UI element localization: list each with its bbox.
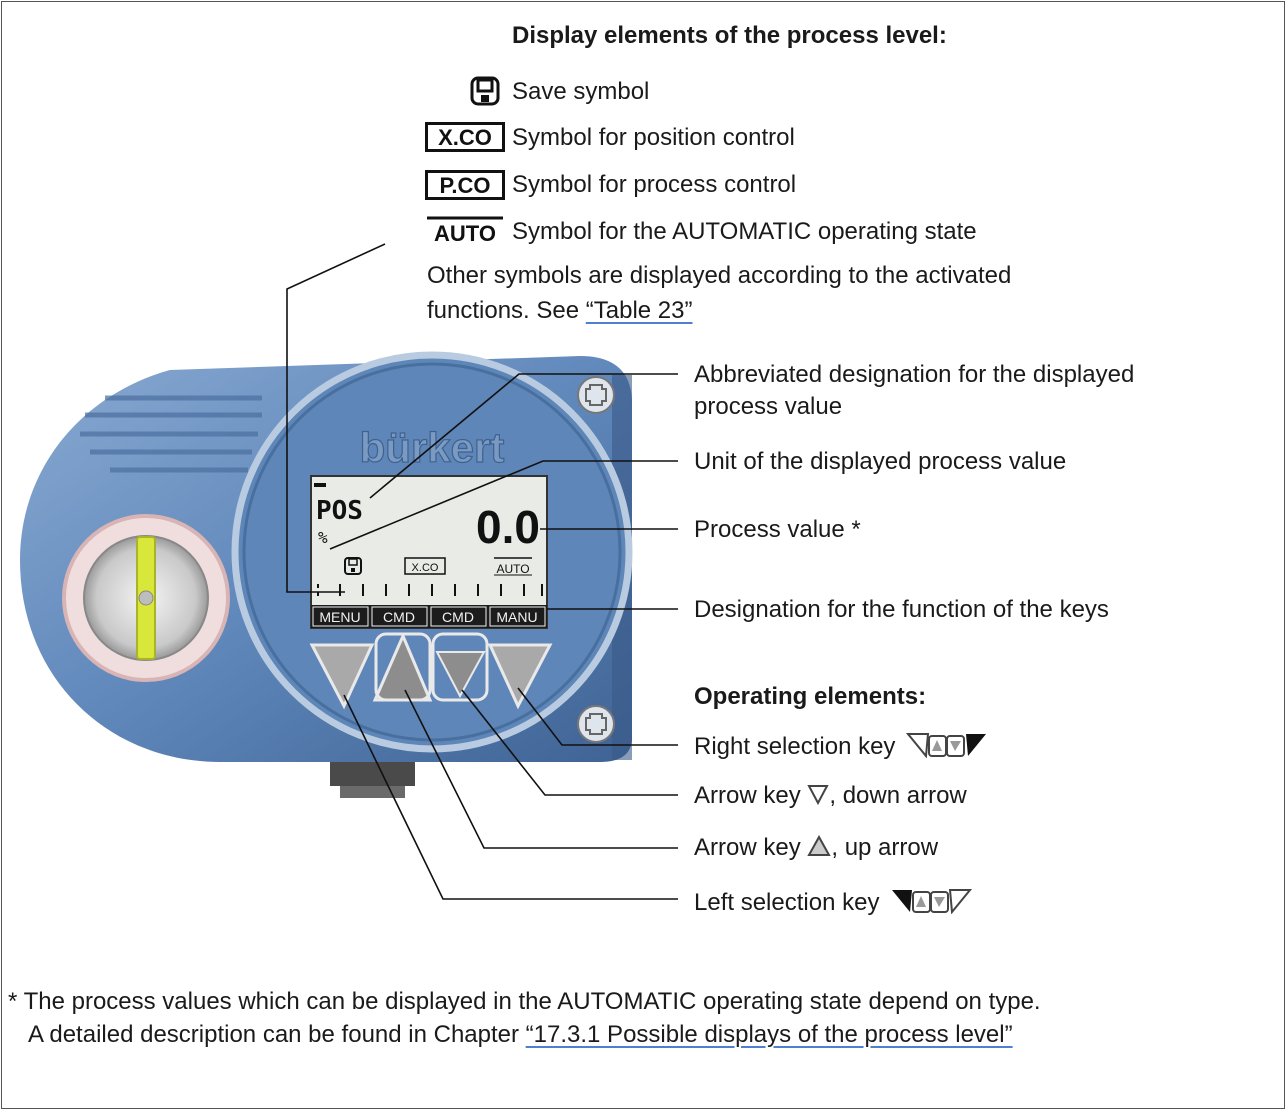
save-icon — [470, 76, 500, 111]
device-illustration: bürkert POS % 0.0 X.CO AUTO MENU CMD CMD — [20, 351, 633, 798]
left-selection-key-text: Left selection key — [694, 889, 880, 916]
lcd-position-control-icon: X.CO — [404, 557, 446, 575]
housing-ribs — [80, 395, 262, 473]
brand-logo: bürkert — [360, 424, 505, 471]
footnote-line2: A detailed description can be found in C… — [28, 1021, 1013, 1049]
process-control-icon-text: P.CO — [440, 173, 491, 198]
cable-connector — [330, 762, 415, 786]
arrow-down-key-text: Arrow key — [694, 782, 801, 809]
arrow-up-key-label: Arrow key , up arrow — [694, 834, 938, 862]
callout-abbrev-line1: Abbreviated designation for the displaye… — [694, 361, 1135, 388]
position-control-icon-text: X.CO — [438, 125, 492, 150]
legend-save-label: Save symbol — [512, 78, 650, 105]
arrow-down-key-suffix: , down arrow — [829, 782, 967, 809]
lcd-screen — [310, 475, 548, 629]
right-selection-key-icon — [905, 733, 987, 759]
automatic-state-icon: AUTO — [425, 215, 505, 250]
footnote-line1: * The process values which can be displa… — [8, 988, 1041, 1015]
svg-text:AUTO: AUTO — [496, 562, 529, 576]
callout-unit: Unit of the displayed process value — [694, 448, 1067, 475]
other-symbols-note-line2: functions. See “Table 23” — [427, 297, 693, 325]
legend-position-label: Symbol for position control — [512, 124, 795, 151]
screw-bottom-right — [577, 705, 615, 743]
right-selection-key[interactable] — [487, 643, 553, 710]
up-arrow-icon — [807, 834, 832, 856]
lcd-save-icon — [344, 557, 362, 575]
callout-key-function: Designation for the function of the keys — [694, 596, 1109, 623]
process-control-icon: P.CO — [425, 170, 505, 205]
left-selection-key-icon — [892, 889, 973, 915]
chapter-17-3-1-link[interactable]: “17.3.1 Possible displays of the process… — [525, 1021, 1013, 1048]
lcd-auto-icon: AUTO — [494, 557, 532, 576]
arrow-up-key-suffix: , up arrow — [831, 834, 939, 861]
softkey-label-1: MENU — [319, 609, 360, 625]
footnote-text: A detailed description can be found in C… — [28, 1021, 526, 1048]
legend-process-label: Symbol for process control — [512, 171, 797, 198]
legend-auto-label: Symbol for the AUTOMATIC operating state — [512, 218, 977, 245]
left-selection-key-label: Left selection key — [694, 888, 973, 917]
lcd-bar-scale — [317, 584, 543, 596]
down-arrow-key[interactable] — [435, 651, 486, 699]
arrow-down-key-label: Arrow key , down arrow — [694, 782, 967, 810]
other-symbols-note-line1: Other symbols are displayed according to… — [427, 262, 1012, 289]
softkey-label-2: CMD — [383, 609, 415, 625]
other-symbols-note-text: functions. See — [427, 297, 586, 324]
position-control-icon: X.CO — [425, 122, 505, 157]
softkey-label-3: CMD — [442, 609, 474, 625]
softkey-label-4: MANU — [496, 609, 537, 625]
callout-process-value: Process value * — [694, 516, 861, 543]
display-elements-heading: Display elements of the process level: — [512, 22, 947, 49]
arrow-up-key-text: Arrow key — [694, 834, 801, 861]
svg-text:X.CO: X.CO — [412, 562, 439, 574]
down-arrow-icon — [807, 785, 830, 806]
screw-top-right — [577, 376, 615, 414]
lcd-designation: POS — [316, 496, 363, 526]
left-selection-key[interactable] — [309, 643, 375, 710]
right-selection-key-text: Right selection key — [694, 733, 896, 760]
callout-abbrev-line2: process value — [694, 393, 843, 420]
automatic-state-icon-text: AUTO — [434, 221, 496, 245]
lcd-unit: % — [318, 528, 328, 547]
table-23-link[interactable]: “Table 23” — [585, 297, 693, 324]
lcd-process-value: 0.0 — [476, 501, 540, 553]
operating-elements-heading: Operating elements: — [694, 683, 927, 710]
right-selection-key-label: Right selection key — [694, 732, 988, 761]
